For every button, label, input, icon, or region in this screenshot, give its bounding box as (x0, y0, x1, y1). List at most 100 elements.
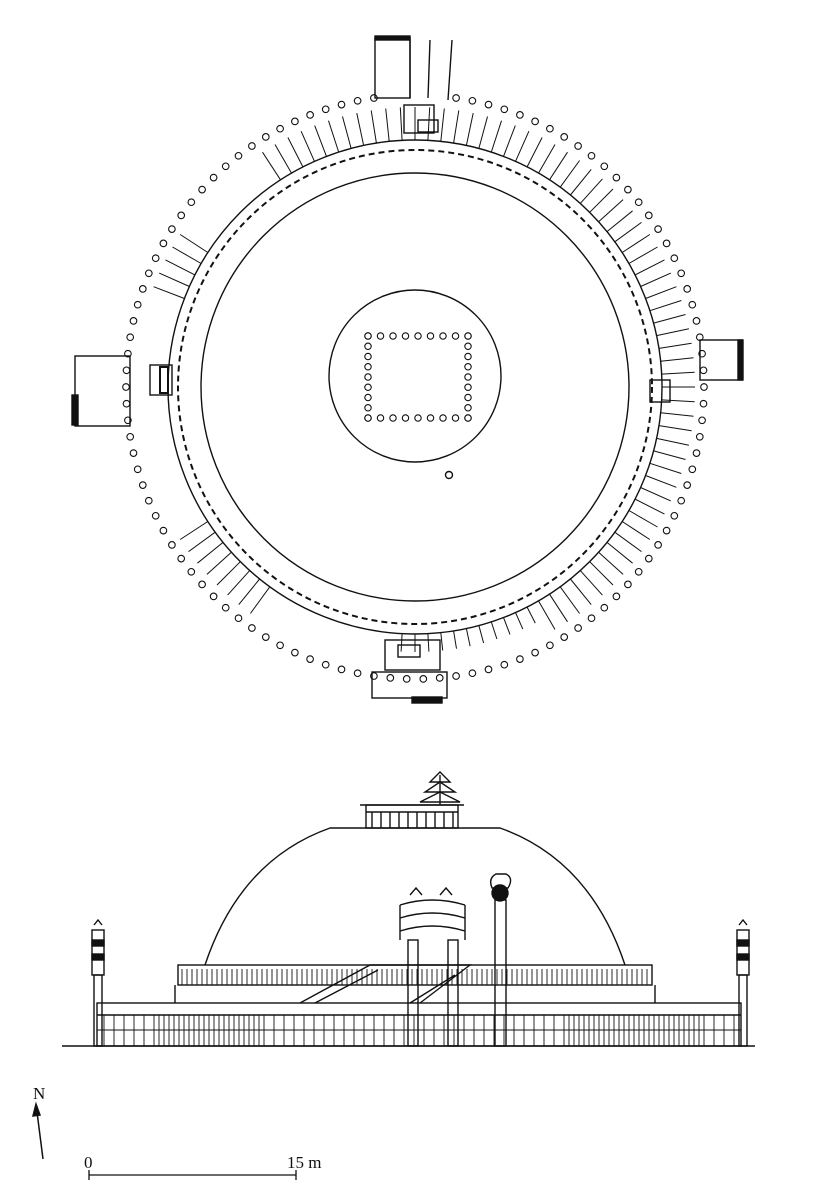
harmika-railing (366, 811, 458, 828)
small-post (444, 470, 454, 480)
harmika-post (364, 393, 372, 402)
paving-slab (515, 130, 530, 162)
harmika-post (414, 414, 422, 422)
harmika-post (364, 403, 372, 412)
railing-post (187, 198, 196, 207)
railing-posts (122, 94, 708, 683)
dashed-terrace-line (177, 149, 653, 625)
paving-slab (238, 578, 260, 605)
railing-post (151, 254, 160, 263)
railing-post (321, 105, 330, 114)
paving-slab (538, 600, 556, 630)
scale-start-label: 0 (84, 1153, 93, 1172)
railing-post (677, 496, 686, 505)
railing-post (531, 648, 539, 657)
harmika-post (451, 332, 460, 340)
scale-bar (88, 1170, 297, 1180)
railing-post (419, 675, 428, 683)
railing-post (654, 225, 662, 233)
railing-post (177, 554, 186, 563)
paving-slab (206, 551, 232, 575)
railing-post (662, 526, 671, 535)
railing-post (187, 567, 196, 576)
paving-slab (427, 633, 430, 652)
railing-post (688, 465, 697, 474)
railing-post (306, 655, 314, 663)
paving-slab (440, 632, 444, 651)
paving-slab (503, 125, 516, 157)
railing-post (560, 133, 569, 141)
paving-slab (490, 621, 498, 640)
paving-slab (158, 272, 190, 287)
railing-post (683, 285, 692, 293)
paving-slab (634, 259, 665, 276)
railing-post (546, 641, 554, 650)
ashoka-pillar (489, 873, 512, 1047)
railing-post (634, 198, 643, 207)
railing-post (353, 96, 362, 105)
paving-slab (356, 112, 365, 146)
paving-slab (645, 475, 677, 488)
railing-post (677, 269, 686, 278)
railing-post (159, 239, 168, 248)
paving-slab (598, 551, 624, 575)
paving-slab (370, 110, 377, 144)
paving-slab (440, 108, 445, 142)
railing-post (546, 124, 554, 133)
railing-post (133, 300, 142, 309)
dome-base-circle (200, 172, 630, 602)
chhatra (419, 771, 461, 805)
harmika-post (389, 332, 397, 340)
paving-slab (465, 112, 474, 146)
ground-railing (96, 1002, 742, 1047)
harmika-post (364, 383, 372, 391)
railing-post (126, 333, 135, 342)
railing-post (221, 162, 230, 171)
railing-post (670, 511, 679, 520)
paving-slab (153, 286, 185, 299)
railing-post (699, 366, 708, 375)
harmika-post (364, 332, 372, 340)
paving-slab (385, 108, 390, 142)
harmika-post (401, 414, 410, 422)
paving-slab (661, 371, 695, 375)
paving-slab (179, 234, 209, 253)
railing-post (209, 173, 218, 182)
paving-slab (658, 342, 692, 349)
railing-post (587, 151, 596, 160)
harmika-post (414, 332, 422, 340)
paving-slab (549, 151, 568, 181)
railing-post (291, 648, 299, 657)
railing-post (177, 211, 186, 220)
railing-post (654, 541, 662, 549)
railing-post (699, 399, 708, 408)
paving-slab (570, 169, 592, 196)
paving-slab (606, 210, 633, 232)
railing-post (122, 399, 131, 408)
harmika-post (426, 414, 435, 422)
paving-slab (216, 561, 241, 586)
paving-slab (179, 521, 209, 540)
railing-post (560, 633, 569, 641)
upper-terrace-railing (177, 964, 653, 986)
paving-slab (465, 628, 471, 647)
east-gateway (649, 339, 744, 403)
paving-slab (640, 272, 672, 287)
paving-slab (197, 542, 224, 564)
harmika-post (464, 373, 472, 381)
paving-slab (165, 259, 196, 276)
railing-post (209, 592, 218, 601)
railing-post (452, 94, 460, 102)
railing-post (624, 580, 632, 589)
paving-slab (559, 160, 581, 188)
paving-slab (634, 498, 665, 515)
paving-slab (579, 570, 603, 596)
harmika-base-circle (328, 289, 502, 463)
terrace-wall (174, 985, 656, 1003)
paving-slab (570, 578, 592, 605)
stupa-plan (71, 35, 744, 704)
railing-post (670, 254, 679, 263)
paving-slab (614, 531, 642, 553)
left-pillar (91, 918, 105, 1047)
paving-slab (342, 116, 352, 149)
